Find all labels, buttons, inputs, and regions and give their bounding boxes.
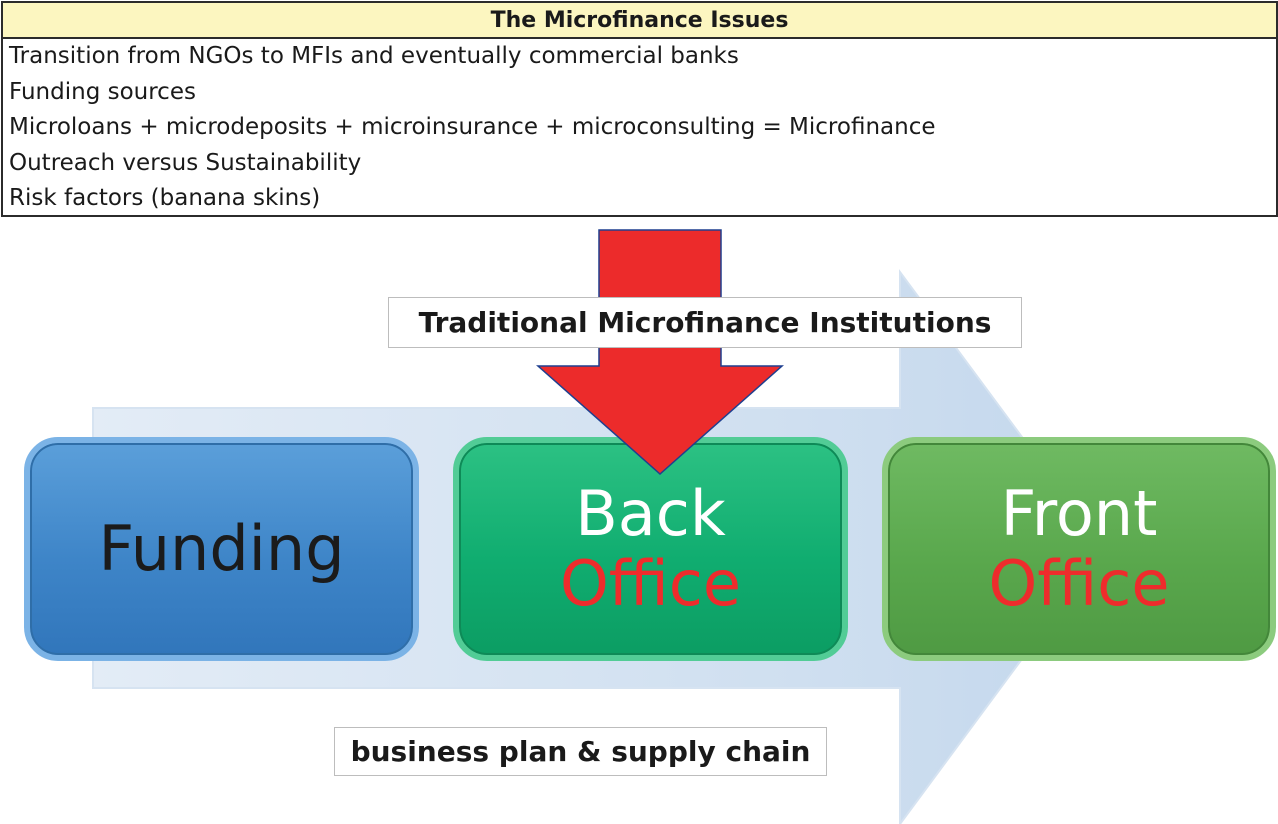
funding-title: Funding bbox=[98, 512, 345, 585]
issues-table-header: The Microfinance Issues bbox=[3, 3, 1276, 39]
issues-table: The Microfinance Issues Transition from … bbox=[1, 1, 1278, 217]
back-office-box: Back Office bbox=[453, 437, 848, 661]
funding-box: Funding bbox=[24, 437, 419, 661]
front-office-box: Front Office bbox=[882, 437, 1276, 661]
back-office-title: Back bbox=[575, 477, 726, 550]
issue-item: Microloans + microdeposits + microinsura… bbox=[9, 114, 936, 140]
issue-item: Risk factors (banana skins) bbox=[9, 185, 321, 211]
back-office-subtitle: Office bbox=[560, 547, 741, 620]
front-office-subtitle: Office bbox=[988, 547, 1170, 620]
issues-list: Transition from NGOs to MFIs and eventua… bbox=[3, 39, 1276, 217]
business-plan-label: business plan & supply chain bbox=[334, 727, 827, 776]
issue-item: Outreach versus Sustainability bbox=[9, 149, 362, 176]
issue-item: Transition from NGOs to MFIs and eventua… bbox=[9, 43, 739, 69]
issue-item: Funding sources bbox=[9, 78, 196, 105]
front-office-title: Front bbox=[1000, 477, 1158, 550]
traditional-mfi-label: Traditional Microfinance Institutions bbox=[388, 297, 1022, 348]
